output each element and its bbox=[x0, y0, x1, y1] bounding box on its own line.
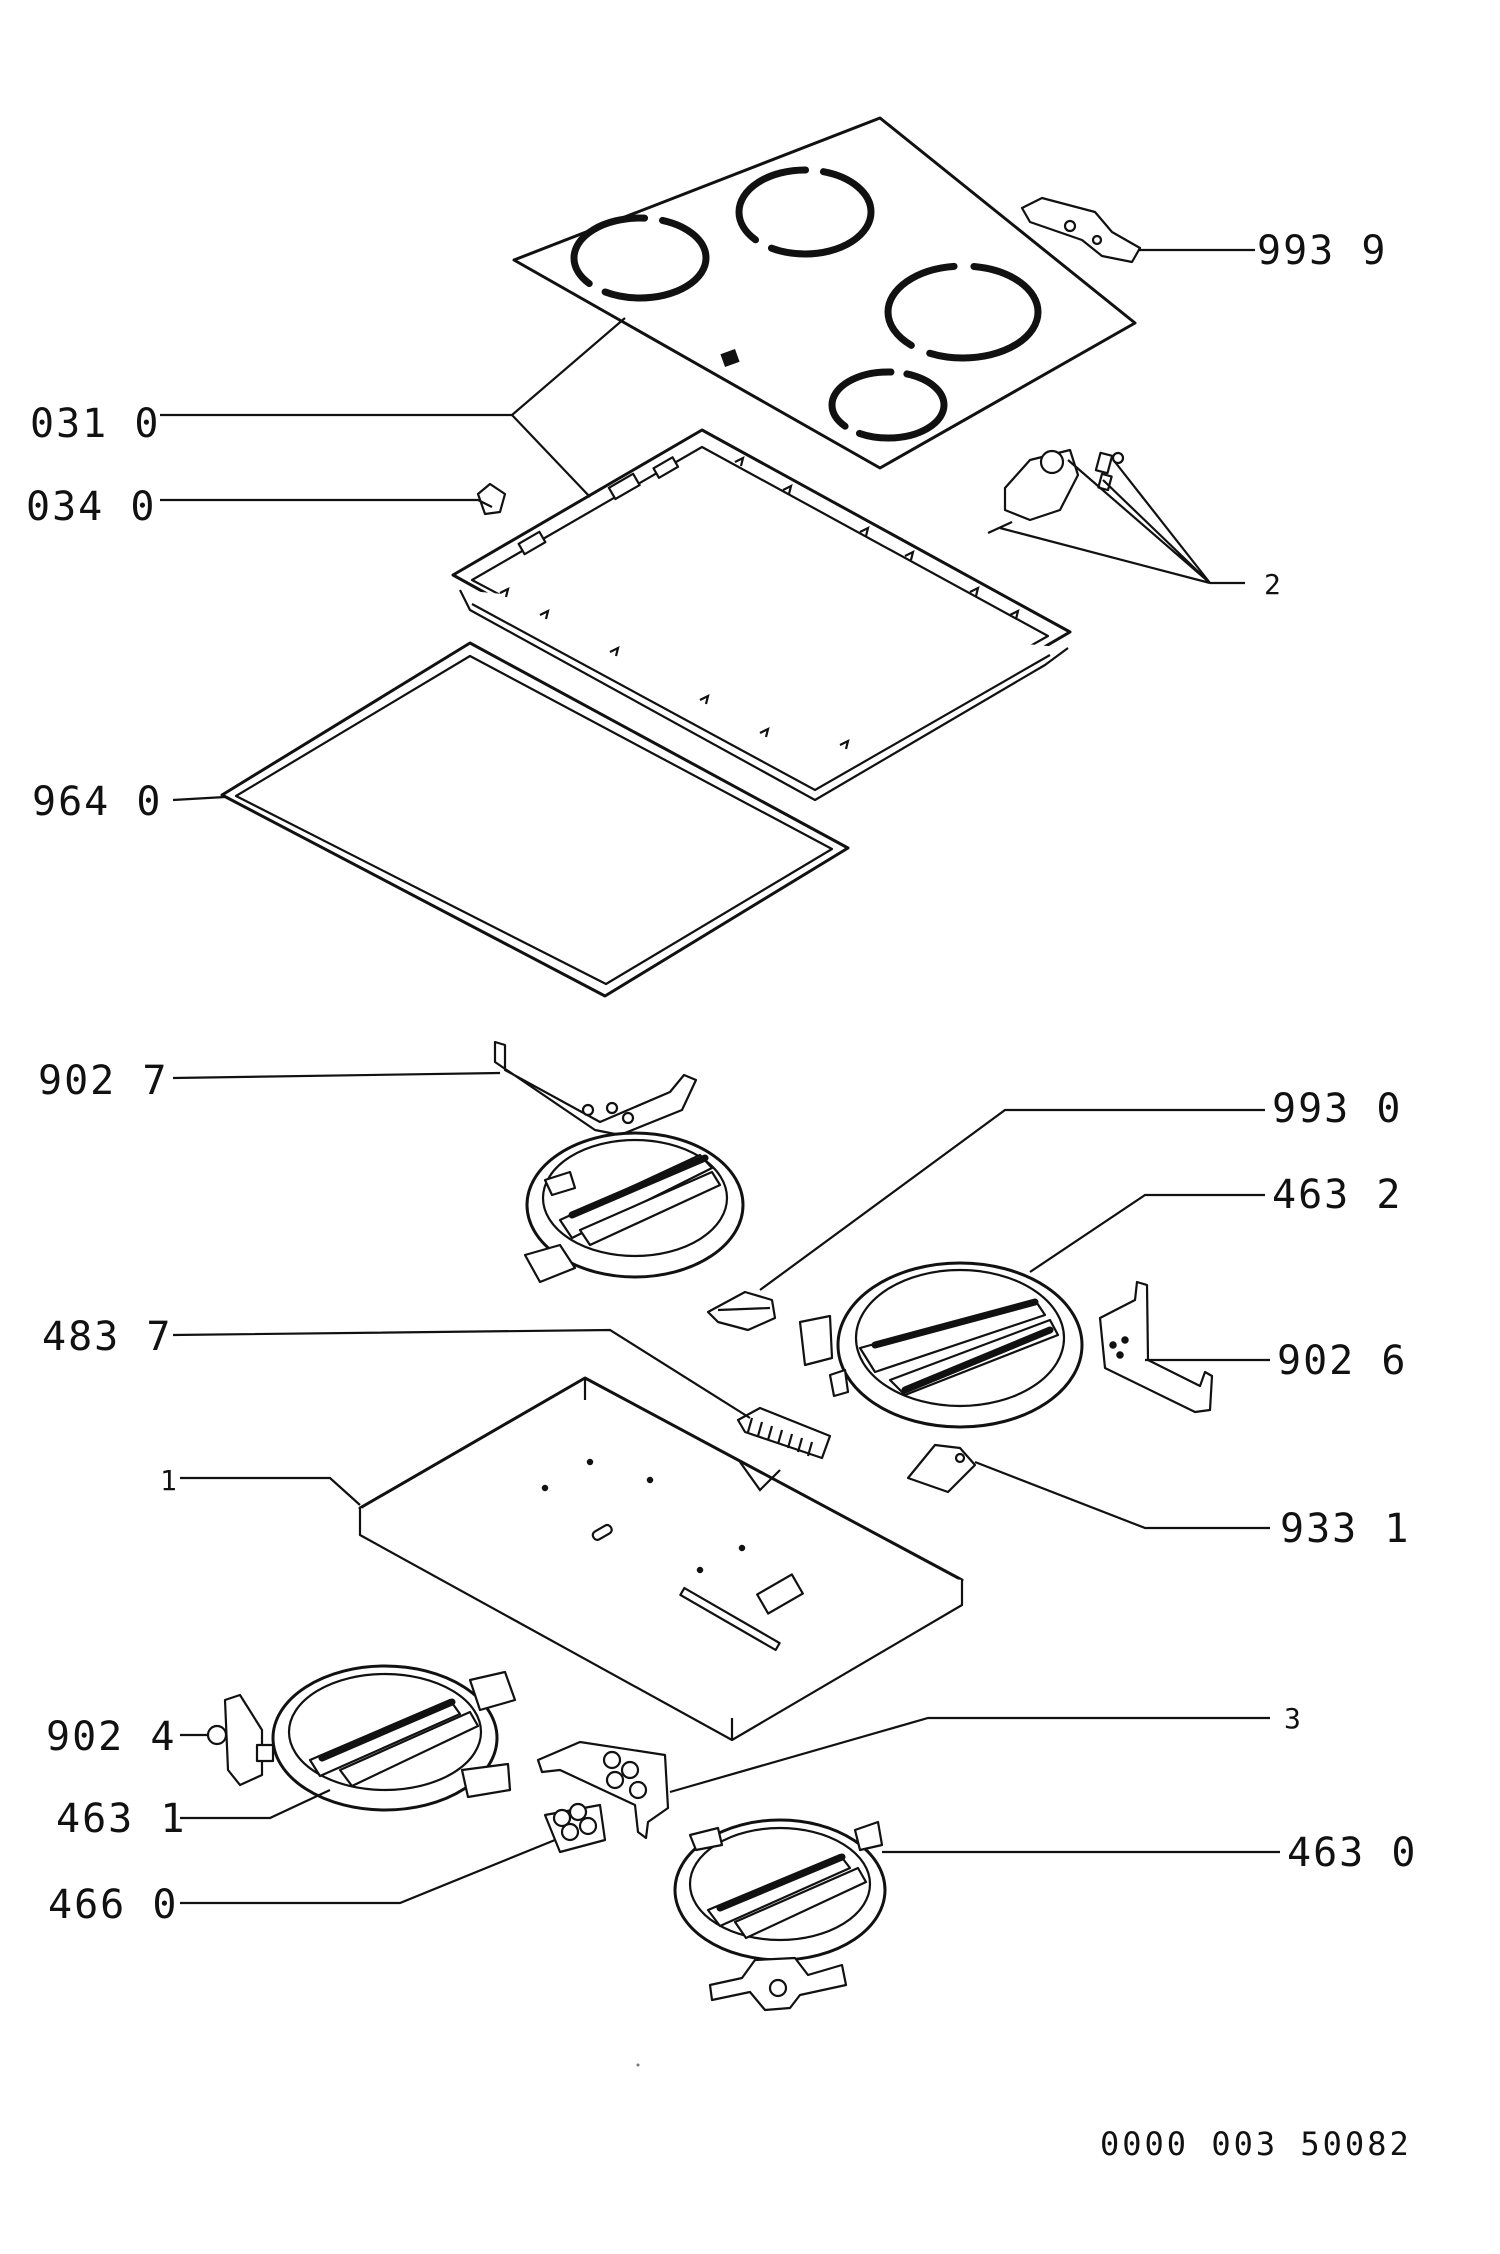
part-labels: 993 9 031 0 034 0 2 964 0 902 7 993 0 46… bbox=[26, 228, 1417, 1928]
ceramic-glass-top bbox=[512, 116, 1137, 470]
label-993-0: 993 0 bbox=[1272, 1086, 1402, 1132]
leader-lines bbox=[160, 248, 1280, 1905]
fixing-parts-2 bbox=[987, 448, 1125, 534]
label-3: 3 bbox=[1284, 1702, 1301, 1735]
bracket-3 bbox=[536, 1740, 670, 1840]
bracket-902-6 bbox=[1098, 1280, 1214, 1414]
clip-933-1 bbox=[906, 1443, 977, 1494]
label-993-9: 993 9 bbox=[1257, 228, 1387, 274]
label-902-6: 902 6 bbox=[1277, 1338, 1407, 1384]
bottom-bracket bbox=[708, 1956, 848, 2012]
label-902-4: 902 4 bbox=[46, 1714, 176, 1760]
label-933-1: 933 1 bbox=[1280, 1506, 1410, 1552]
label-463-2: 463 2 bbox=[1272, 1172, 1402, 1218]
drawing-code: 0000 003 50082 bbox=[1100, 2125, 1412, 2163]
terminal-block-483-7 bbox=[736, 1406, 832, 1460]
label-2: 2 bbox=[1264, 568, 1281, 601]
heating-element-463-0 bbox=[673, 1818, 887, 1962]
label-483-7: 483 7 bbox=[42, 1314, 172, 1360]
label-463-0: 463 0 bbox=[1287, 1830, 1417, 1876]
label-902-7: 902 7 bbox=[38, 1058, 168, 1104]
bracket-902-4 bbox=[206, 1693, 275, 1787]
heating-element-463-1 bbox=[271, 1664, 517, 1812]
heating-element-463-2 bbox=[798, 1261, 1084, 1429]
label-466-0: 466 0 bbox=[48, 1882, 178, 1928]
label-463-1: 463 1 bbox=[56, 1796, 186, 1842]
bracket-993-9 bbox=[1020, 196, 1142, 264]
heating-element-top-left bbox=[523, 1131, 745, 1284]
bracket-993-0 bbox=[706, 1290, 777, 1332]
label-034-0: 034 0 bbox=[26, 484, 156, 530]
seal-gasket bbox=[220, 641, 850, 998]
base-tray bbox=[358, 1376, 964, 1742]
clip-034-0 bbox=[476, 482, 507, 516]
cooktop-frame bbox=[451, 428, 1072, 802]
label-1: 1 bbox=[160, 1464, 177, 1497]
switch-block-466-0 bbox=[543, 1802, 607, 1854]
bracket-902-7 bbox=[493, 1040, 698, 1137]
label-031-0: 031 0 bbox=[30, 401, 160, 447]
label-964-0: 964 0 bbox=[32, 779, 162, 825]
